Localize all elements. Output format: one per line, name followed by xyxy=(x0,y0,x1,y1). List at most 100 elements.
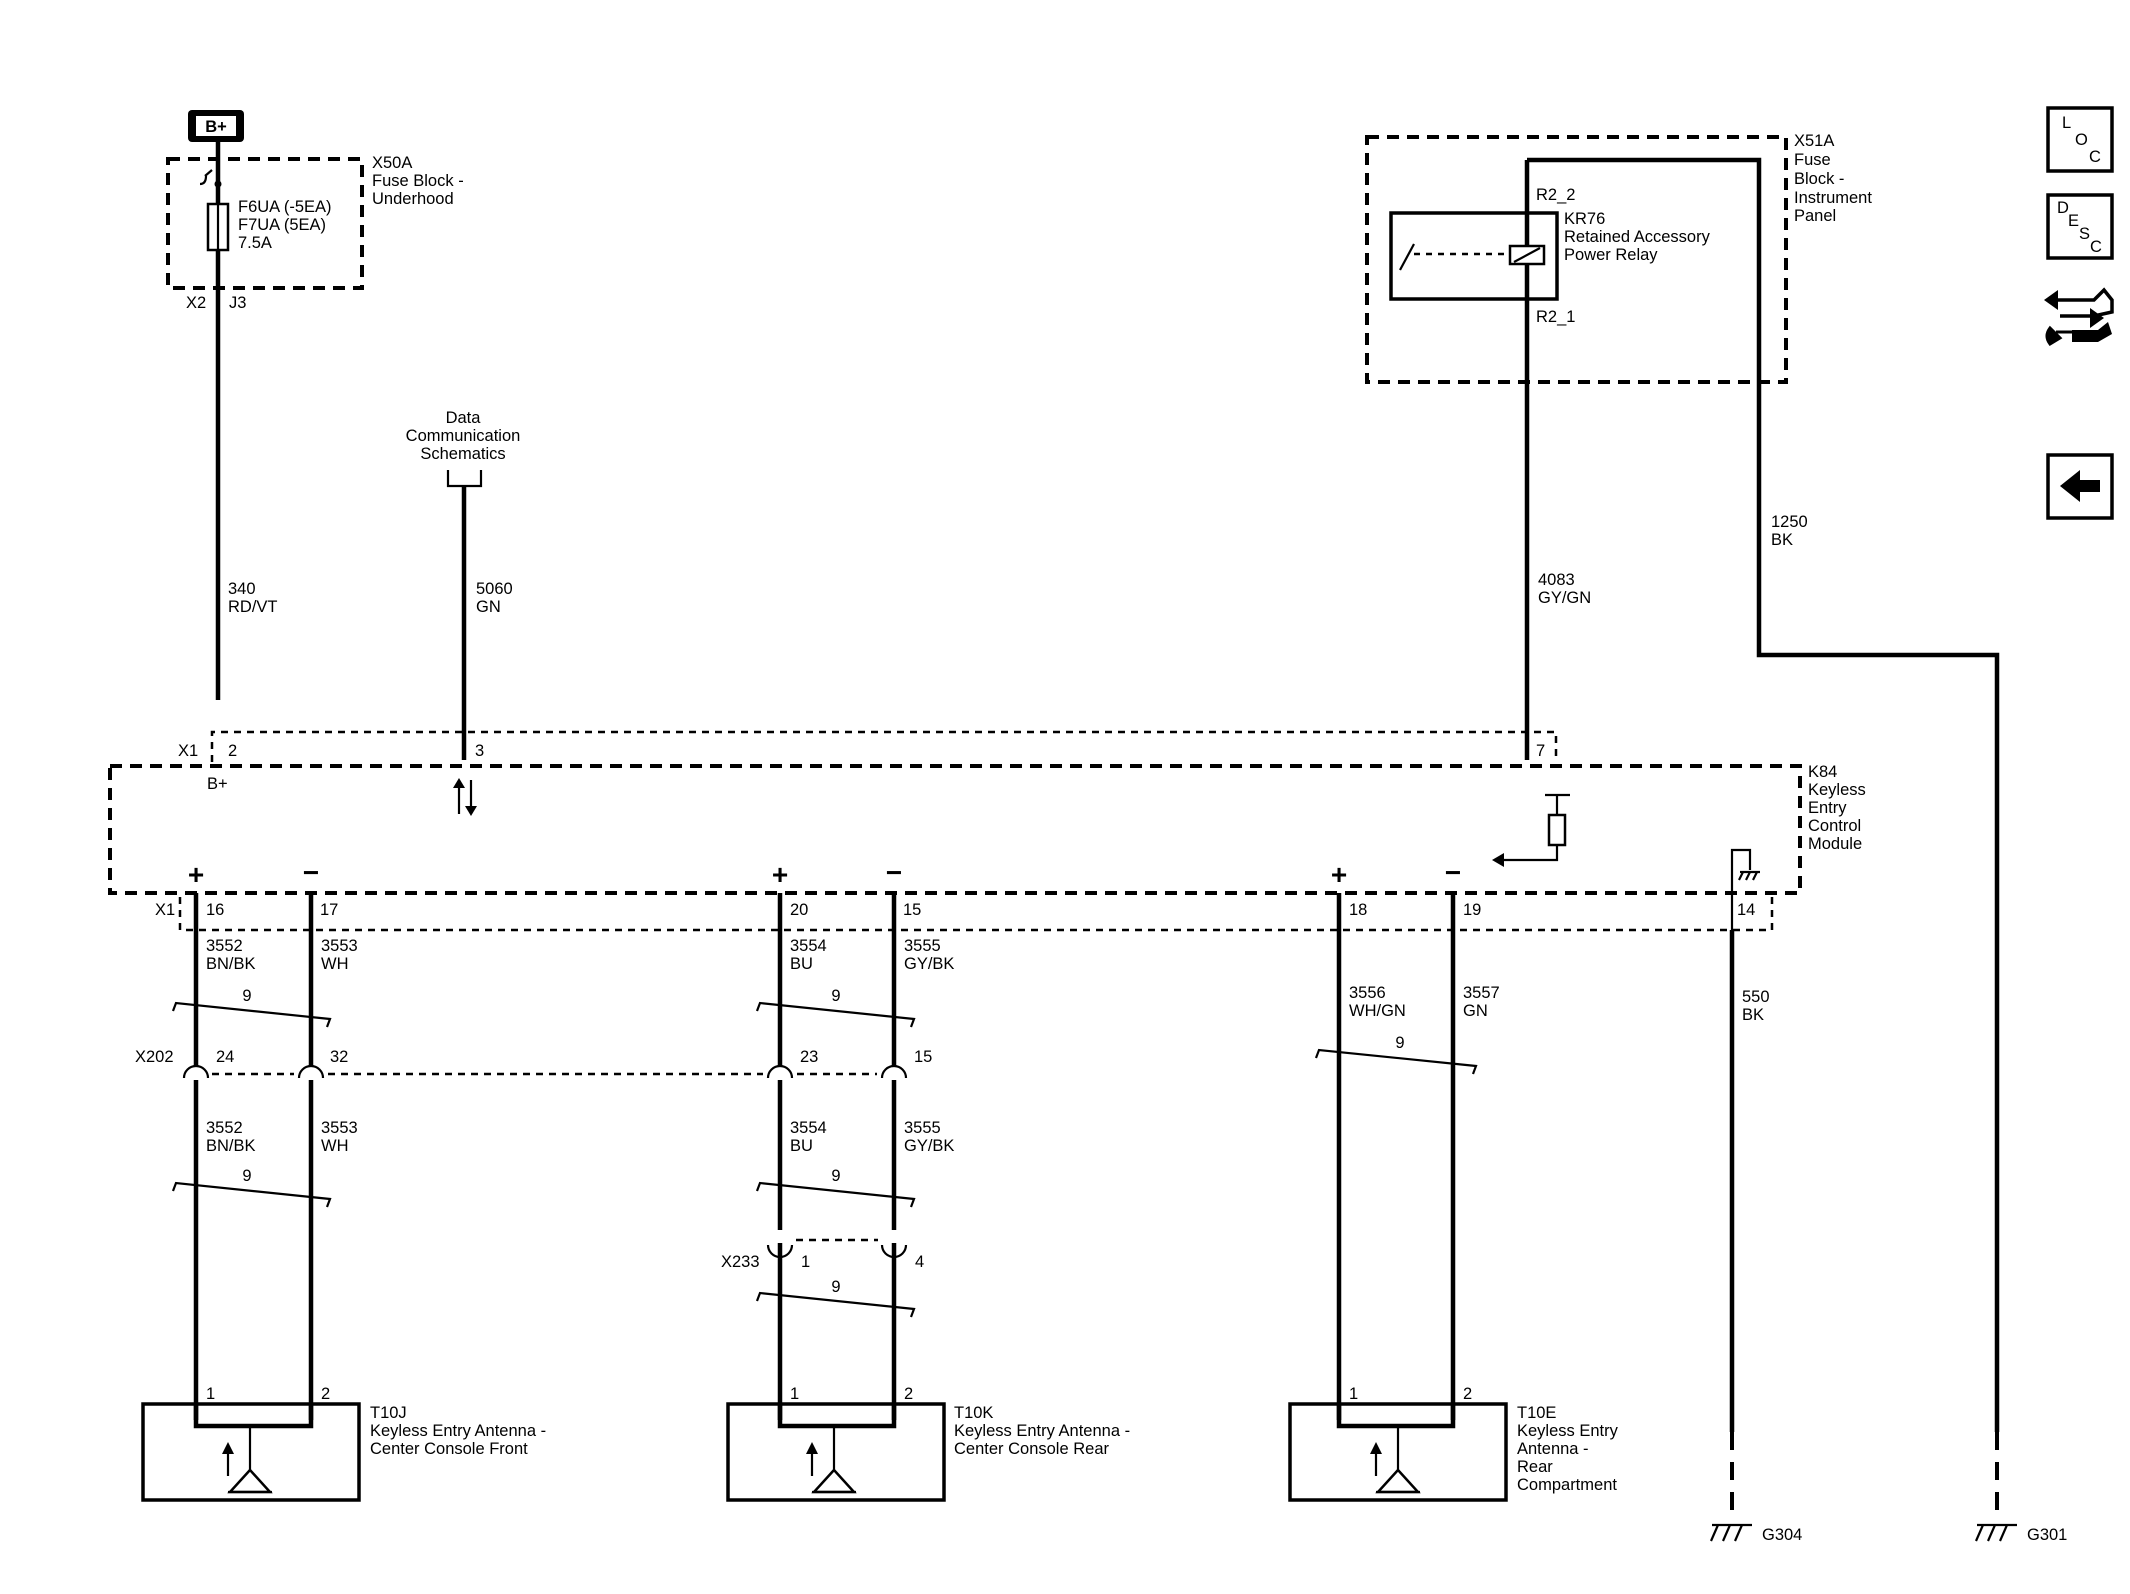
relay-name-1: Retained Accessory xyxy=(1564,228,1711,246)
svg-text:Instrument: Instrument xyxy=(1794,189,1872,207)
svg-text:BU: BU xyxy=(790,955,813,973)
svg-text:18: 18 xyxy=(1349,901,1367,919)
description-icon: D E S C xyxy=(2057,199,2102,256)
svg-text:BN/BK: BN/BK xyxy=(206,955,256,973)
svg-text:24: 24 xyxy=(216,1048,234,1066)
svg-text:3552: 3552 xyxy=(206,1119,243,1137)
svg-text:−: − xyxy=(886,857,902,888)
svg-text:GY/BK: GY/BK xyxy=(904,955,954,973)
svg-text:1: 1 xyxy=(801,1253,810,1271)
ground-g301-label: G301 xyxy=(2027,1526,2067,1544)
fuse-block-underhood: X50A Fuse Block - Underhood F6UA (-5EA) … xyxy=(166,142,464,700)
svg-text:Schematics: Schematics xyxy=(420,445,505,463)
svg-text:3552: 3552 xyxy=(206,937,243,955)
svg-text:23: 23 xyxy=(800,1048,818,1066)
resistor-input-icon xyxy=(1492,793,1570,867)
relay-name-2: Power Relay xyxy=(1564,246,1658,264)
svg-text:−: − xyxy=(1445,857,1461,888)
svg-text:Block -: Block - xyxy=(1794,170,1844,188)
svg-text:L: L xyxy=(2062,114,2071,132)
ground-g304: G304 xyxy=(1709,1432,1802,1544)
svg-text:D: D xyxy=(2057,199,2069,217)
svg-text:3555: 3555 xyxy=(904,937,941,955)
location-button[interactable]: L O C xyxy=(2046,106,2114,173)
svg-text:Entry: Entry xyxy=(1808,799,1847,817)
module-connector-x1-top: X1 xyxy=(178,742,198,760)
svg-text:3557: 3557 xyxy=(1463,984,1500,1002)
svg-text:X202: X202 xyxy=(135,1048,174,1066)
module-id: K84 xyxy=(1808,763,1837,781)
fuse-block-name-2: Underhood xyxy=(372,190,454,208)
antenna-icon xyxy=(806,1426,857,1494)
svg-text:2: 2 xyxy=(321,1385,330,1403)
bplus-label: B+ xyxy=(205,118,227,136)
svg-text:14: 14 xyxy=(1737,901,1755,919)
svg-text:Panel: Panel xyxy=(1794,207,1836,225)
svg-text:1: 1 xyxy=(1349,1385,1358,1403)
wire-1250-path xyxy=(1527,157,2000,1432)
svg-text:+: + xyxy=(772,859,788,890)
wire-5060-color: GN xyxy=(476,598,501,616)
svg-text:Module: Module xyxy=(1808,835,1862,853)
location-icon: L O C xyxy=(2062,114,2101,166)
fuse-rating: 7.5A xyxy=(238,234,272,252)
fuse-spec-1: F6UA (-5EA) xyxy=(238,198,332,216)
svg-text:9: 9 xyxy=(242,987,251,1005)
fuse-block-name-1: Fuse Block - xyxy=(372,172,464,190)
connector-j3: J3 xyxy=(229,294,246,312)
svg-text:3554: 3554 xyxy=(790,1119,827,1137)
svg-text:E: E xyxy=(2068,212,2079,230)
antenna-t10k: 1 2 T10K Keyless Entry Antenna - Center … xyxy=(726,1385,1130,1502)
wire-4083-circuit: 4083 xyxy=(1538,571,1575,589)
svg-text:−: − xyxy=(303,857,319,888)
svg-text:1: 1 xyxy=(790,1385,799,1403)
svg-text:9: 9 xyxy=(831,987,840,1005)
svg-text:S: S xyxy=(2079,225,2090,243)
svg-text:Antenna -: Antenna - xyxy=(1517,1440,1589,1458)
svg-text:7: 7 xyxy=(1536,742,1545,760)
svg-text:GN: GN xyxy=(1463,1002,1488,1020)
svg-text:Rear: Rear xyxy=(1517,1458,1553,1476)
svg-text:9: 9 xyxy=(831,1167,840,1185)
svg-text:19: 19 xyxy=(1463,901,1481,919)
svg-text:Center Console Rear: Center Console Rear xyxy=(954,1440,1109,1458)
fuse-block-ip-id: X51A xyxy=(1794,132,1834,150)
description-button[interactable]: D E S C xyxy=(2046,193,2114,260)
connector-repair-icon xyxy=(2044,287,2114,346)
svg-text:32: 32 xyxy=(330,1048,348,1066)
connector-repair-button[interactable] xyxy=(2044,287,2114,346)
wire-1250-circuit: 1250 xyxy=(1771,513,1808,531)
svg-text:GY/BK: GY/BK xyxy=(904,1137,954,1155)
wire-340-circuit: 340 xyxy=(228,580,256,598)
svg-text:9: 9 xyxy=(1395,1034,1404,1052)
fuse-spec-2: F7UA (5EA) xyxy=(238,216,326,234)
svg-text:Keyless Entry Antenna -: Keyless Entry Antenna - xyxy=(370,1422,546,1440)
svg-text:2: 2 xyxy=(228,742,237,760)
fuse-block-instrument-panel: X51A Fuse Block - Instrument Panel xyxy=(1365,132,1872,384)
svg-text:9: 9 xyxy=(831,1278,840,1296)
svg-text:16: 16 xyxy=(206,901,224,919)
inline-connector-x202: X202 24 32 23 15 xyxy=(135,1048,932,1079)
svg-text:Keyless Entry Antenna -: Keyless Entry Antenna - xyxy=(954,1422,1130,1440)
connector-x2: X2 xyxy=(186,294,206,312)
svg-text:17: 17 xyxy=(320,901,338,919)
svg-text:2: 2 xyxy=(904,1385,913,1403)
wire-340-color: RD/VT xyxy=(228,598,278,616)
relay-id: KR76 xyxy=(1564,210,1605,228)
keyless-entry-control-module: K84 Keyless Entry Control Module X1 2 3 … xyxy=(108,730,1866,932)
relay-pin-r2-1: R2_1 xyxy=(1536,308,1575,326)
svg-text:4: 4 xyxy=(915,1253,924,1271)
svg-text:C: C xyxy=(2090,238,2102,256)
wire-1250-color: BK xyxy=(1771,531,1793,549)
relay-pin-r2-2: R2_2 xyxy=(1536,186,1575,204)
back-button[interactable] xyxy=(2046,453,2114,520)
data-communication-reference: Data Communication Schematics xyxy=(406,409,520,760)
svg-text:BN/BK: BN/BK xyxy=(206,1137,256,1155)
svg-text:Data: Data xyxy=(446,409,482,427)
svg-text:15: 15 xyxy=(903,901,921,919)
svg-text:3: 3 xyxy=(475,742,484,760)
antenna-t10j: 1 2 T10J Keyless Entry Antenna - Center … xyxy=(141,1385,546,1502)
svg-text:Control: Control xyxy=(1808,817,1861,835)
bidirectional-data-icon xyxy=(453,778,477,816)
